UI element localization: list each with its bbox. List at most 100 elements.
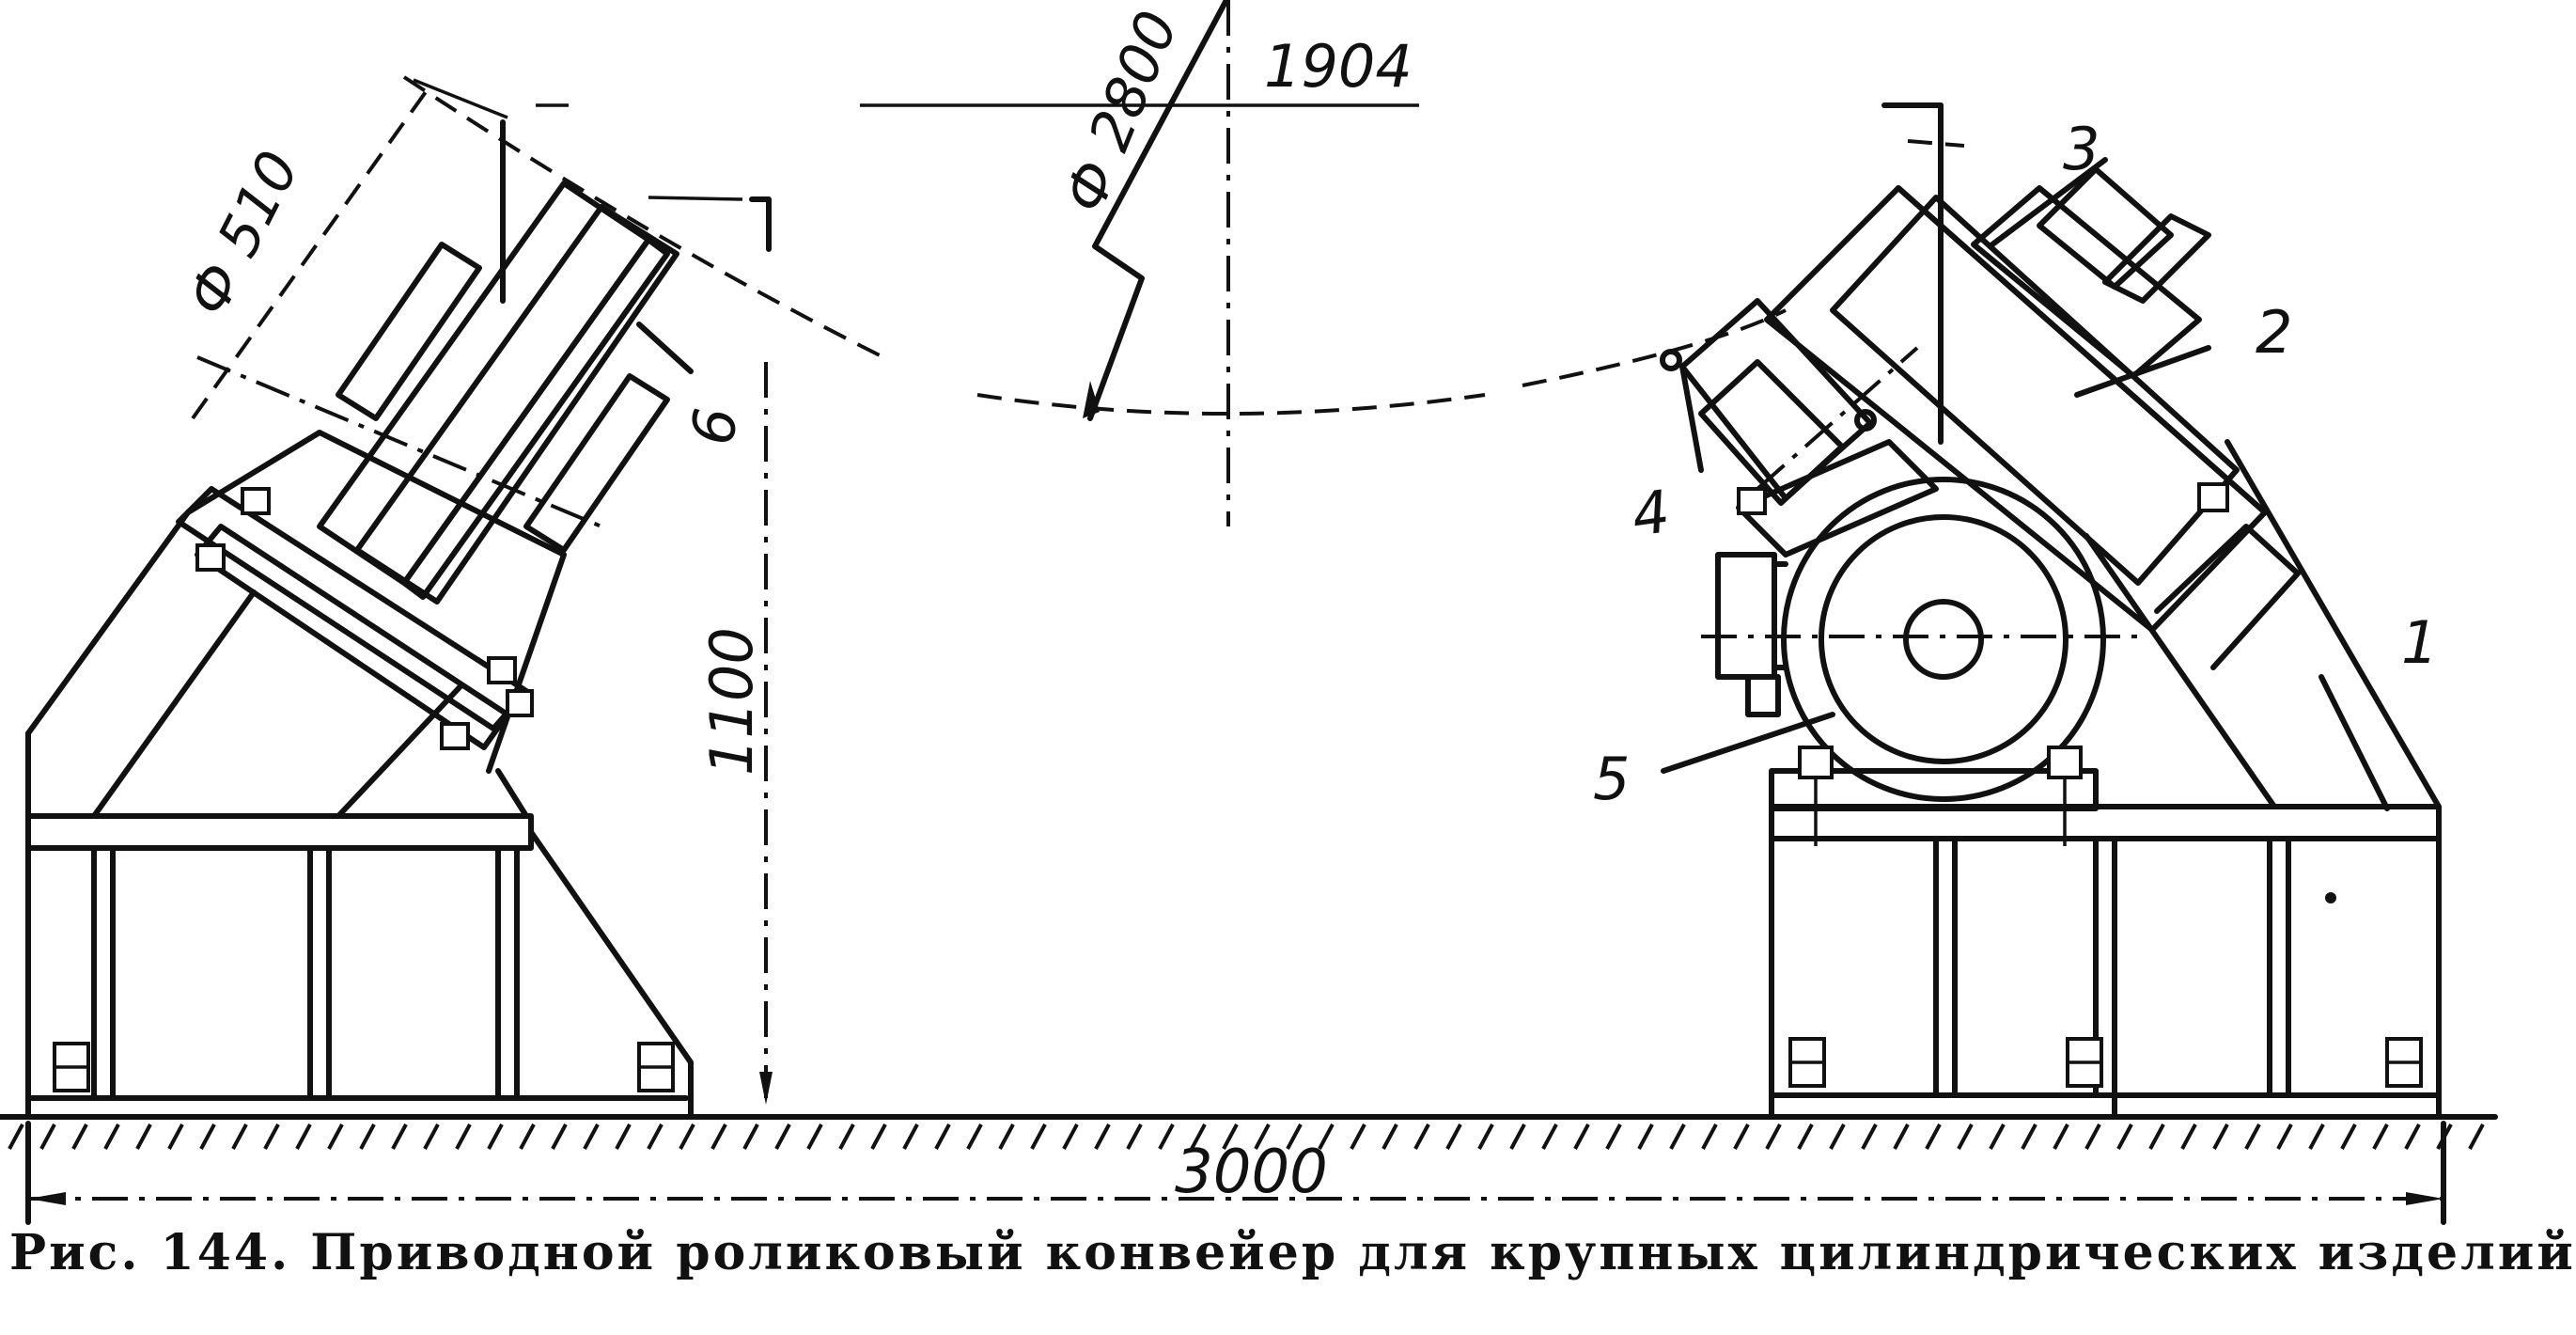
ground-hatch-stroke xyxy=(1413,1123,1430,1150)
height-label: 1100 xyxy=(697,627,766,776)
roller-diameter-label: Ф 510 xyxy=(175,141,312,326)
ground-hatch-stroke xyxy=(2053,1123,2069,1150)
ground-hatch-stroke xyxy=(2276,1123,2293,1150)
ground-hatch-stroke xyxy=(2212,1123,2229,1150)
product-center-line xyxy=(860,0,1419,526)
ground-hatch-stroke xyxy=(1701,1123,1718,1150)
ground-hatch-stroke xyxy=(774,1123,791,1150)
ground-hatch-stroke xyxy=(1861,1123,1878,1150)
ground-hatch-stroke xyxy=(1126,1123,1143,1150)
callout-2: 2 xyxy=(2256,298,2292,367)
left-roller-diameter-dim xyxy=(191,78,772,420)
ground-hatch-stroke xyxy=(2084,1123,2101,1150)
ground-hatch-stroke xyxy=(1893,1123,1910,1150)
callout-leaders xyxy=(636,157,2390,811)
height-dimension xyxy=(759,362,773,1105)
right-roller-dim-lines xyxy=(1881,102,1965,445)
ground-hatch-stroke xyxy=(838,1123,855,1150)
ground-hatch-stroke xyxy=(135,1123,152,1150)
ground-hatch-stroke xyxy=(1957,1123,1974,1150)
ground-hatch-stroke xyxy=(1286,1123,1303,1150)
ground-hatch-stroke xyxy=(2404,1123,2421,1150)
conveyor-drawing: Ф 510 Ф 2800 1904 1100 3000 1 2 3 4 5 6 xyxy=(0,0,2498,1225)
ground-hatch-stroke xyxy=(1765,1123,1782,1150)
ground-hatch-stroke xyxy=(710,1123,727,1150)
ground-hatch-stroke xyxy=(1477,1123,1494,1150)
ground-hatch-stroke xyxy=(647,1123,664,1150)
base-length-label: 3000 xyxy=(1175,1138,1328,1207)
ground-hatch-stroke xyxy=(103,1123,120,1150)
ground-hatch-stroke xyxy=(2116,1123,2133,1150)
ground-hatch-stroke xyxy=(1190,1123,1207,1150)
ground-hatch-stroke xyxy=(263,1123,280,1150)
ground-hatch-stroke xyxy=(1541,1123,1558,1150)
ground-hatch-stroke xyxy=(487,1123,504,1150)
ground-hatch-stroke xyxy=(1094,1123,1111,1150)
ground-hatch-stroke xyxy=(423,1123,440,1150)
ground-hatch-stroke xyxy=(327,1123,344,1150)
ground-hatch-stroke xyxy=(2021,1123,2037,1150)
ground-hatch-stroke xyxy=(2180,1123,2197,1150)
ground-hatch-stroke xyxy=(1669,1123,1686,1150)
ground-line xyxy=(0,1114,2498,1150)
product-diameter-leader xyxy=(1083,0,1229,421)
ground-hatch-stroke xyxy=(583,1123,600,1150)
ground-hatch-stroke xyxy=(1989,1123,2006,1150)
ground-hatch-stroke xyxy=(1637,1123,1654,1150)
product-diameter-label: Ф 2800 xyxy=(1052,2,1192,221)
ground-hatch-stroke xyxy=(71,1123,88,1150)
ground-hatch-stroke xyxy=(39,1123,56,1150)
ground-hatch-stroke xyxy=(1605,1123,1622,1150)
ground-hatch-stroke xyxy=(359,1123,376,1150)
ground-hatch-stroke xyxy=(551,1123,568,1150)
ground-hatch-stroke xyxy=(679,1123,695,1150)
ground-hatch-stroke xyxy=(966,1123,983,1150)
ground-hatch-stroke xyxy=(2340,1123,2357,1150)
ground-hatch-stroke xyxy=(998,1123,1015,1150)
ground-hatch-stroke xyxy=(742,1123,759,1150)
ground-hatch-stroke xyxy=(2148,1123,2165,1150)
figure-caption: Рис. 144. Приводной роликовый конвейер д… xyxy=(9,1224,2576,1281)
ground-hatch-stroke xyxy=(231,1123,248,1150)
ground-hatch-stroke xyxy=(1573,1123,1590,1150)
ground-hatch-stroke xyxy=(615,1123,632,1150)
callout-3: 3 xyxy=(2063,115,2100,183)
ground-hatch-stroke xyxy=(1030,1123,1047,1150)
ground-hatch-stroke xyxy=(902,1123,919,1150)
ground-hatch-stroke xyxy=(1318,1123,1335,1150)
ground-hatch-stroke xyxy=(806,1123,823,1150)
ground-hatch-stroke xyxy=(1382,1123,1398,1150)
ground-hatch-stroke xyxy=(870,1123,887,1150)
ground-hatch-stroke xyxy=(1509,1123,1526,1150)
ground-hatch-stroke xyxy=(2372,1123,2389,1150)
ground-hatch-stroke xyxy=(8,1123,24,1150)
ground-hatch-stroke xyxy=(934,1123,951,1150)
ground-hatch-stroke xyxy=(391,1123,408,1150)
ground-hatch-stroke xyxy=(1797,1123,1814,1150)
ground-hatch-stroke xyxy=(295,1123,312,1150)
callout-4: 4 xyxy=(1628,477,1674,550)
callout-5: 5 xyxy=(1593,745,1630,813)
ground-hatch-stroke xyxy=(1254,1123,1271,1150)
ground-hatch-stroke xyxy=(1350,1123,1366,1150)
left-roller-support xyxy=(25,181,694,1120)
ground-hatch-stroke xyxy=(1222,1123,1239,1150)
ground-hatch-stroke xyxy=(1062,1123,1079,1150)
right-drive-roller-support xyxy=(1660,166,2442,1120)
ground-hatch-stroke xyxy=(1829,1123,1846,1150)
ground-hatch-stroke xyxy=(167,1123,184,1150)
ground-hatch-stroke xyxy=(1445,1123,1462,1150)
ground-hatch-stroke xyxy=(455,1123,472,1150)
ground-hatch-stroke xyxy=(2468,1123,2485,1150)
callout-6: 6 xyxy=(679,405,750,448)
ground-hatch-stroke xyxy=(519,1123,536,1150)
ground-hatch-stroke xyxy=(1733,1123,1750,1150)
ground-hatch-stroke xyxy=(1158,1123,1175,1150)
base-length-dimension xyxy=(25,1121,2446,1225)
ground-hatch-stroke xyxy=(2308,1123,2325,1150)
ground-hatch-stroke xyxy=(1925,1123,1942,1150)
center-offset-label: 1904 xyxy=(1264,32,1413,101)
ground-hatch-stroke xyxy=(2244,1123,2261,1150)
ground-hatch-stroke xyxy=(199,1123,216,1150)
callout-1: 1 xyxy=(2401,608,2438,677)
